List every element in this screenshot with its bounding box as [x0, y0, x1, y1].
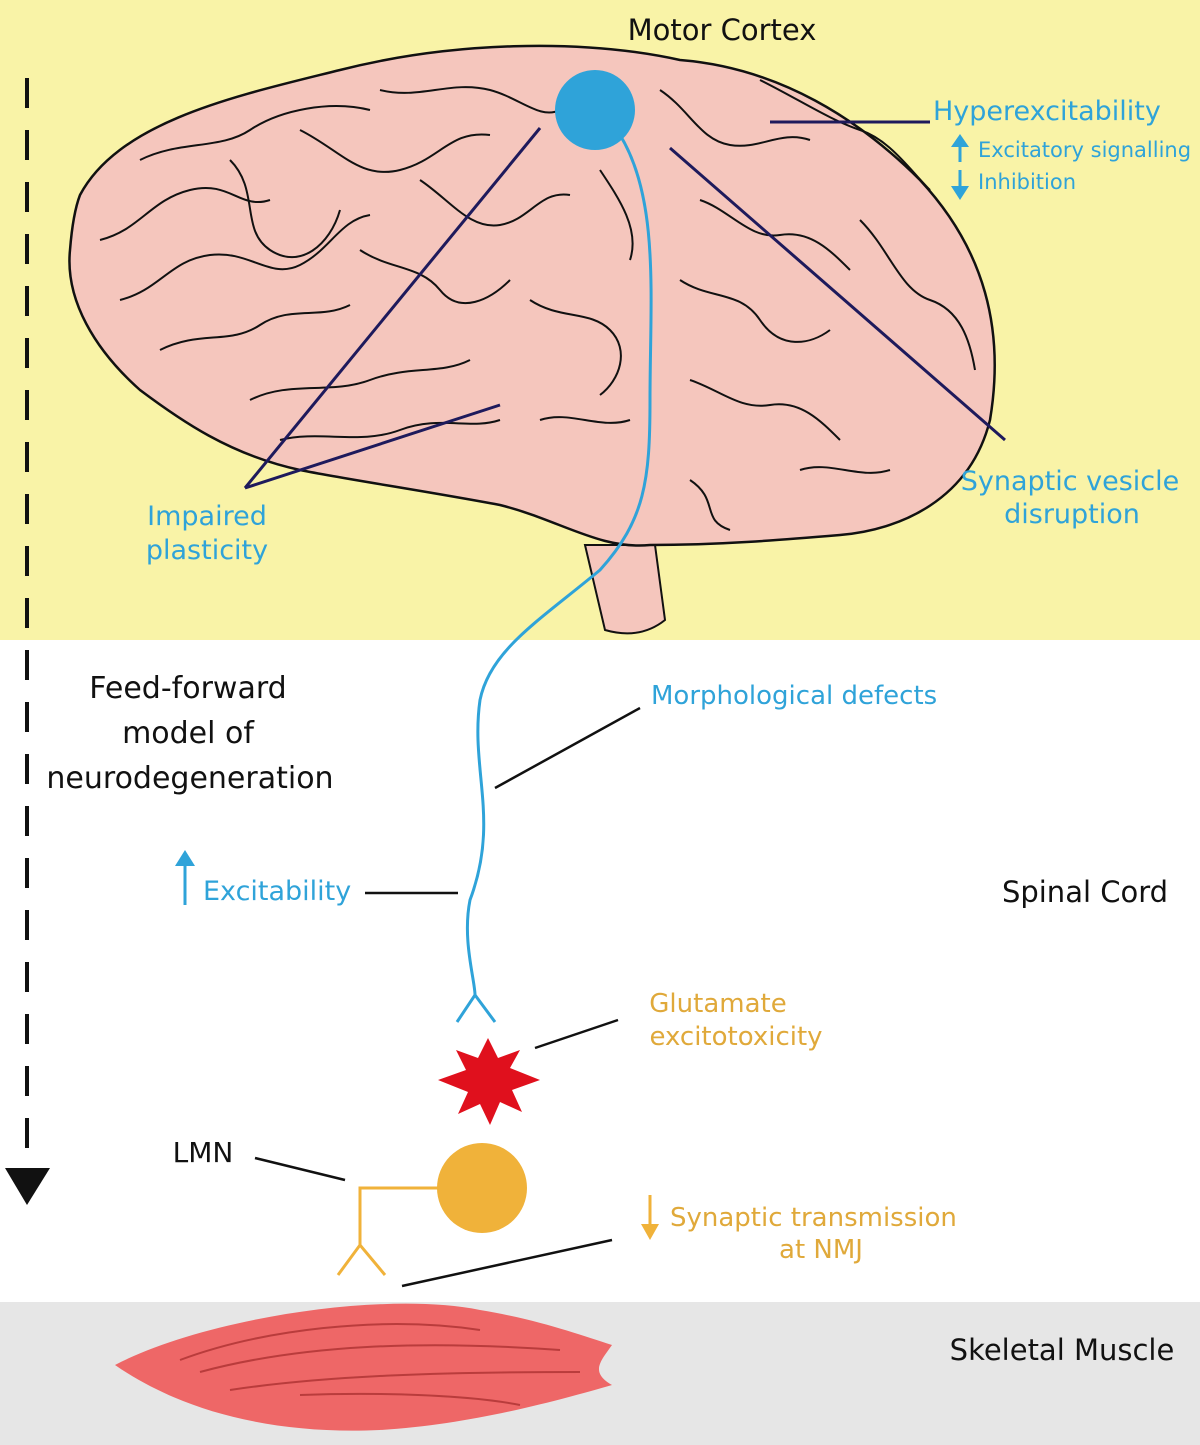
annotation-lines [243, 120, 1006, 490]
motor-cortex-label: Motor Cortex [628, 13, 817, 47]
model-title-line-1: Feed-forward [89, 671, 286, 706]
upper-motor-neuron-terminal [455, 992, 497, 1023]
lower-motor-neuron-axon [358, 1186, 440, 1245]
brainstem [583, 544, 667, 635]
excitotoxicity-star [438, 1038, 540, 1125]
skeletal-muscle [115, 1303, 612, 1431]
synaptic-transmission-label-line-1: Synaptic transmission [670, 1203, 957, 1233]
excitatory-up-arrow [951, 134, 969, 162]
upper-motor-neuron-axon [465, 134, 653, 996]
upper-motor-neuron [455, 70, 653, 1023]
hyperexcitability-label: Hyperexcitability [933, 96, 1161, 127]
impaired-plasticity-label-line-1: Impaired [147, 501, 267, 532]
feed-forward-arrow [5, 78, 50, 1205]
lower-motor-neuron [336, 1143, 527, 1276]
pointer-lines [254, 706, 641, 1288]
synaptic-down-arrow [641, 1195, 659, 1240]
morphological-defects-label: Morphological defects [651, 681, 937, 711]
impaired-plasticity-label-line-2: plasticity [146, 535, 268, 566]
muscle-body [115, 1303, 612, 1431]
synaptic-vesicle-label-line-1: Synaptic vesicle [961, 466, 1180, 497]
excitatory-signalling-label: Excitatory signalling [978, 138, 1191, 162]
lower-motor-neuron-terminal [336, 1242, 387, 1276]
glutamate-label-line-1: Glutamate [649, 989, 786, 1019]
skeletal-muscle-label: Skeletal Muscle [950, 1333, 1175, 1367]
inhibition-label: Inhibition [978, 170, 1076, 194]
spinal-cord-band [0, 640, 1200, 1302]
upper-motor-neuron-soma [555, 70, 635, 150]
lower-motor-neuron-soma [437, 1143, 527, 1233]
spinal-cord-label: Spinal Cord [1002, 875, 1168, 909]
synaptic-transmission-label-line-2: at NMJ [779, 1235, 863, 1265]
brain-gyri [99, 79, 976, 531]
synaptic-vesicle-label-line-2: disruption [1004, 499, 1140, 530]
muscle-striations [179, 1323, 581, 1406]
inhibition-down-arrow [951, 170, 969, 200]
model-title-line-3: neurodegeneration [46, 761, 333, 796]
excitability-label: Excitability [203, 876, 351, 907]
lmn-label: LMN [173, 1136, 234, 1169]
glutamate-label-line-2: excitotoxicity [649, 1022, 822, 1052]
model-title-line-2: model of [122, 716, 255, 751]
excitability-up-arrow [175, 850, 195, 905]
feed-forward-arrowhead [5, 1168, 50, 1205]
